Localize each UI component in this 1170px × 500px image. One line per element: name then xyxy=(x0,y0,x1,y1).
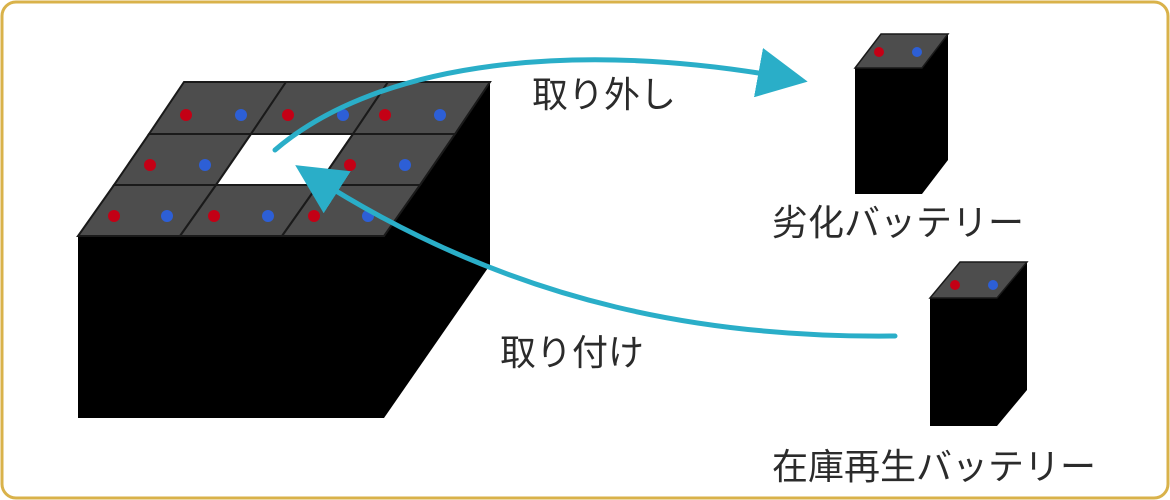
degraded-cell-top xyxy=(853,33,950,69)
negative-terminal xyxy=(399,159,411,171)
regenerated-battery-cell xyxy=(928,261,1029,426)
positive-terminal xyxy=(379,109,391,121)
degraded-cell-side xyxy=(922,34,948,194)
positive-terminal xyxy=(950,280,960,290)
degraded-cell-front xyxy=(855,68,922,194)
install-arrow xyxy=(295,165,898,339)
positive-terminal xyxy=(344,159,356,171)
remove-label: 取り外し xyxy=(532,75,677,116)
negative-terminal xyxy=(199,159,211,171)
removal-arrow xyxy=(272,48,808,153)
module-cell-grid xyxy=(76,81,492,237)
regenerated-battery-label: 在庫再生バッテリー xyxy=(772,447,1097,488)
module-side-face xyxy=(384,82,490,418)
module-front-face xyxy=(78,236,384,418)
positive-terminal xyxy=(144,159,156,171)
install-label: 取り付け xyxy=(500,333,645,374)
positive-terminal xyxy=(208,210,220,222)
regenerated-cell-front xyxy=(930,298,997,426)
negative-terminal xyxy=(912,47,922,57)
degraded-battery-cell xyxy=(853,33,950,194)
positive-terminal xyxy=(108,210,120,222)
negative-terminal xyxy=(988,280,998,290)
positive-terminal xyxy=(282,109,294,121)
negative-terminal xyxy=(337,109,349,121)
regenerated-cell-side xyxy=(997,262,1027,426)
negative-terminal xyxy=(262,210,274,222)
negative-terminal xyxy=(161,210,173,222)
negative-terminal xyxy=(434,109,446,121)
positive-terminal xyxy=(308,210,320,222)
cell-terminals xyxy=(108,109,446,222)
negative-terminal xyxy=(235,109,247,121)
positive-terminal xyxy=(874,47,884,57)
battery-module xyxy=(76,81,492,418)
positive-terminal xyxy=(180,109,192,121)
degraded-battery-label: 劣化バッテリー xyxy=(772,203,1025,244)
